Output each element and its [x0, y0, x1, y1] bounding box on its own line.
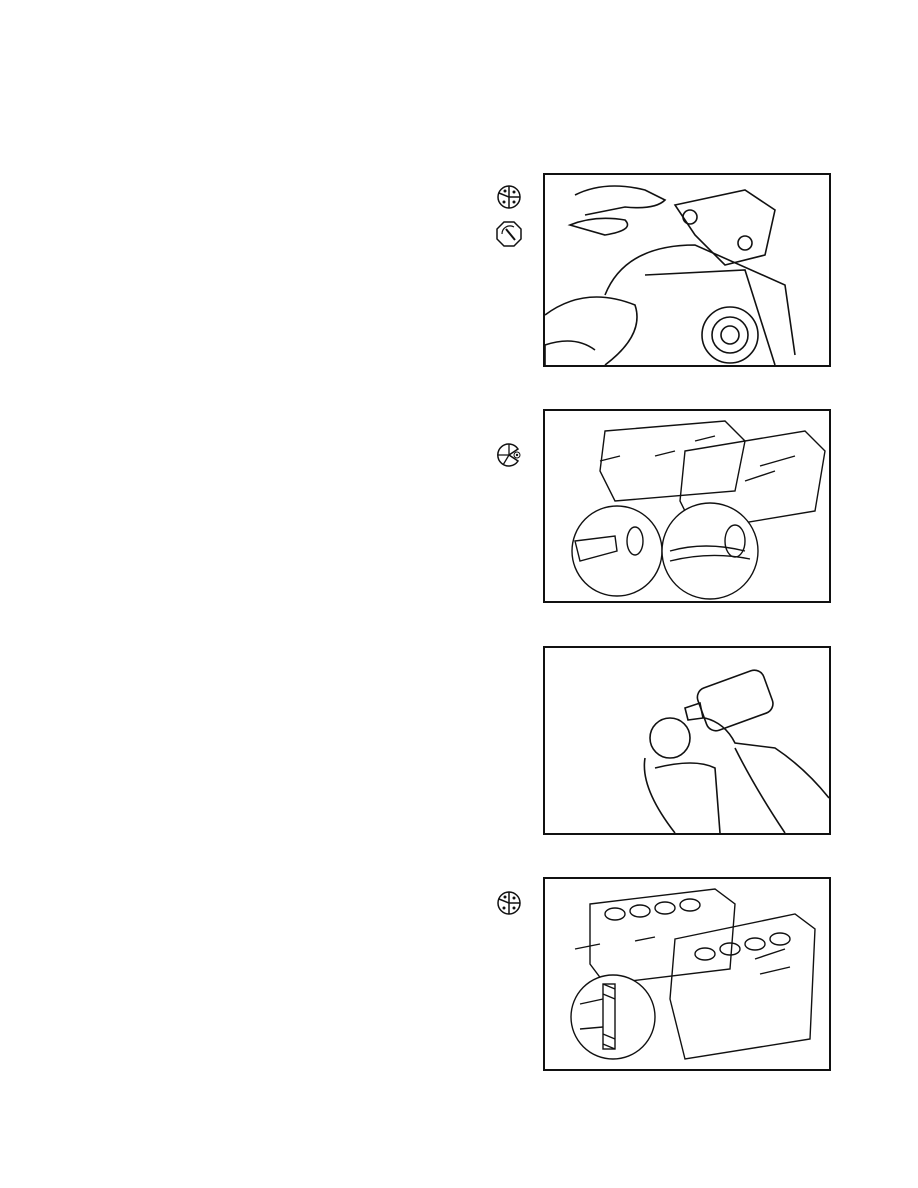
figure-alternator-removal: [543, 173, 831, 367]
torque-gauge-icon: [496, 220, 522, 248]
figure-engine-block-plug-removal: [543, 409, 831, 603]
partial-pie-icon: [496, 441, 522, 469]
figure-sealant-application: [543, 646, 831, 835]
tool-kit-icon: [496, 183, 522, 211]
tool-kit-icon: [496, 889, 522, 917]
figure-engine-block-plug-install: [543, 877, 831, 1071]
